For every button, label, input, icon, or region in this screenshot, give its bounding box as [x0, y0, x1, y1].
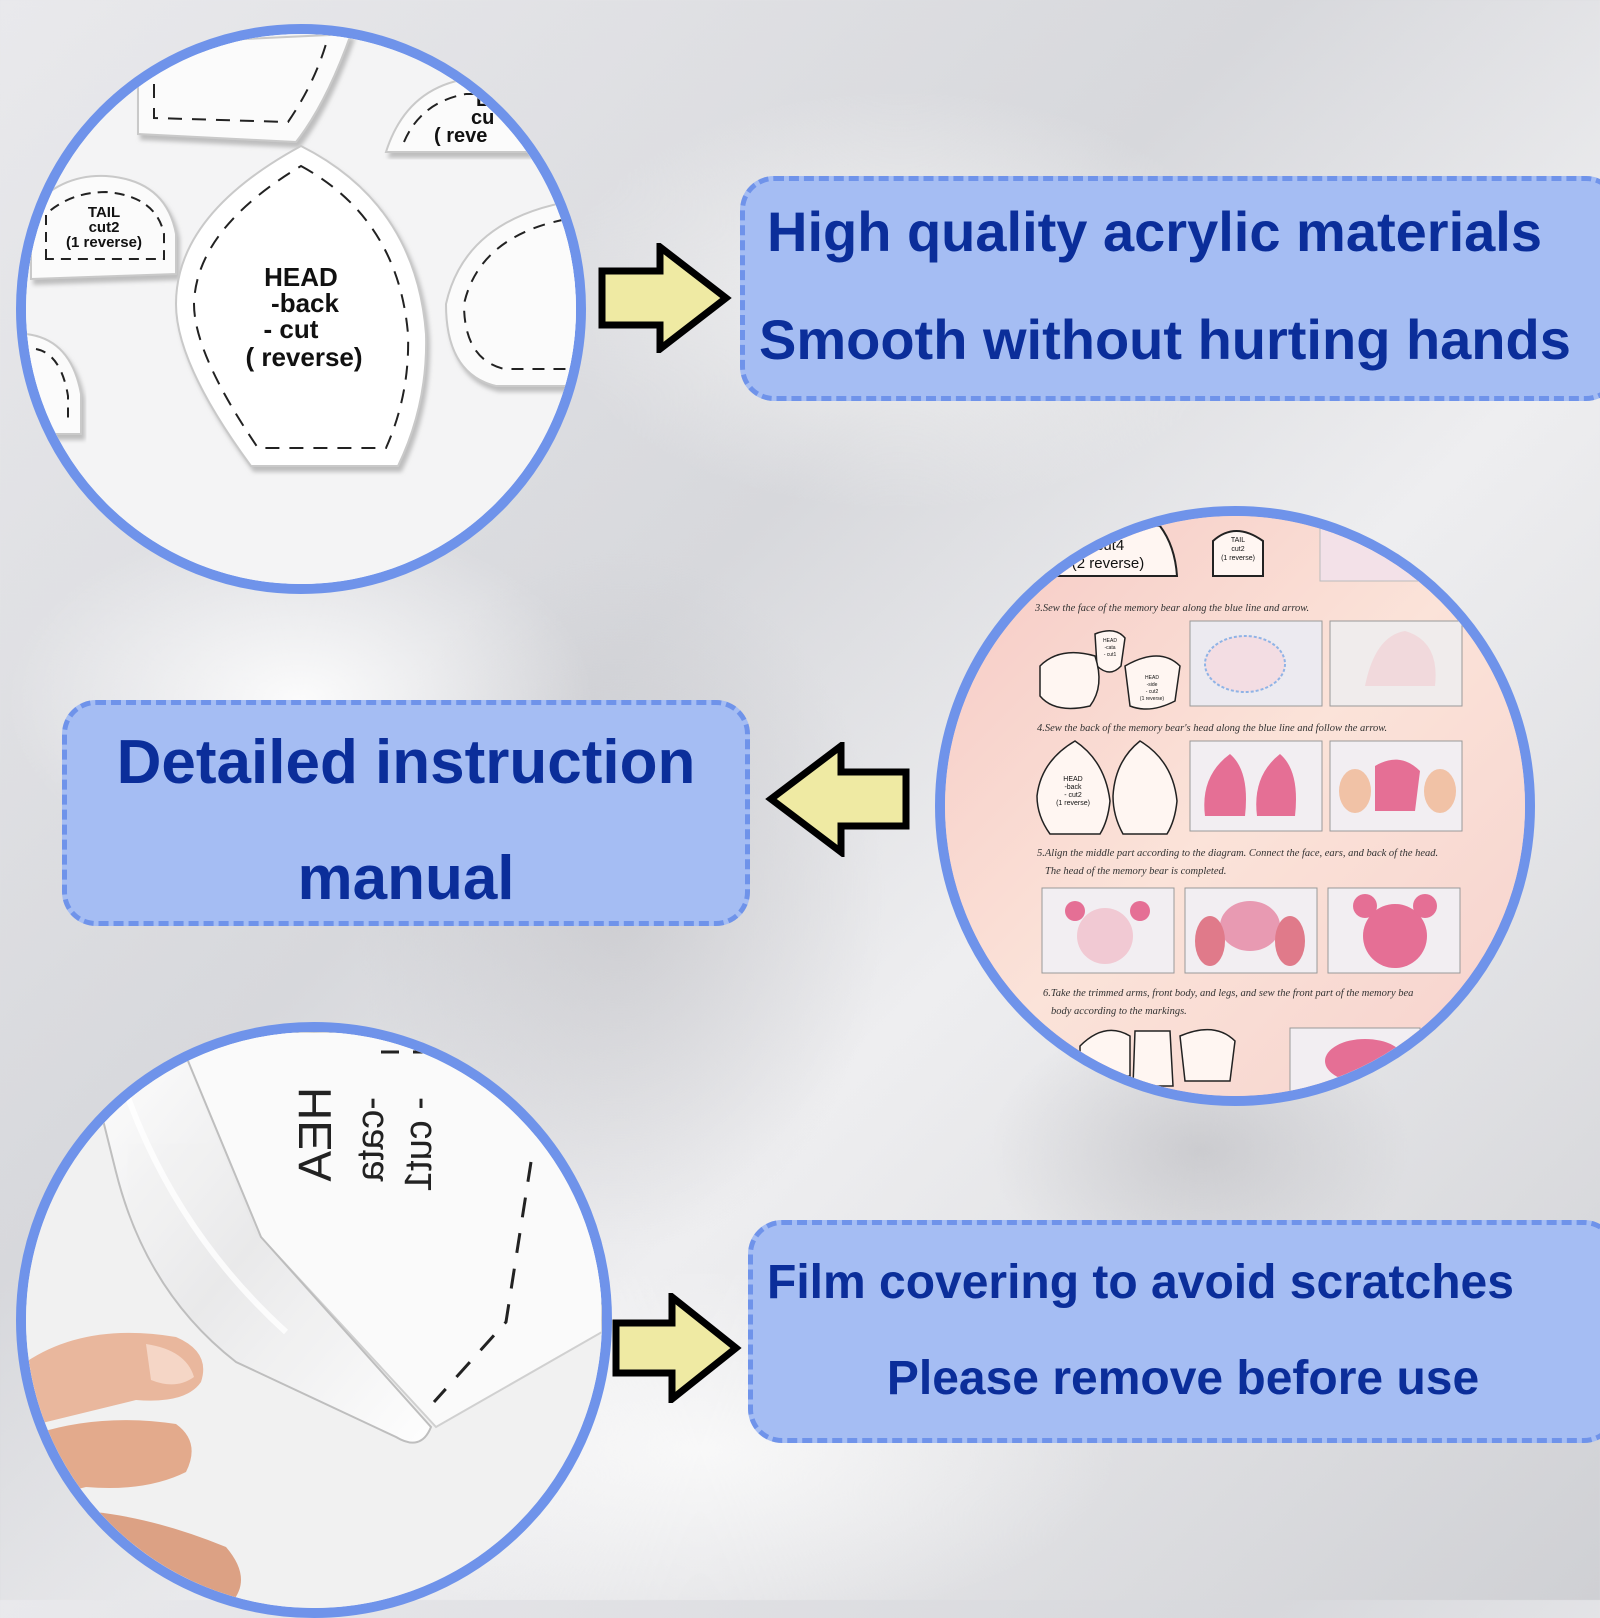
callout-line-1: Film covering to avoid scratches: [767, 1256, 1514, 1309]
acrylic-pieces-illustration: E cu ( reve TAIL cut2 (1 reverse) HEAD -…: [26, 34, 576, 584]
acrylic-piece-head-back: [174, 144, 428, 467]
svg-text:- cut1: - cut1: [1104, 652, 1117, 658]
svg-text:(1 reverse): (1 reverse): [1140, 696, 1165, 702]
svg-text:TAIL: TAIL: [1231, 537, 1245, 544]
svg-text:3.Sew the face of the memory b: 3.Sew the face of the memory bear along …: [1034, 603, 1309, 614]
svg-text:(1 reverse): (1 reverse): [66, 234, 142, 251]
right-arrow-icon: [612, 1293, 742, 1403]
callout-line-2: Please remove before use: [886, 1352, 1480, 1405]
manual-step4-diagram: HEAD -back - cut2 (1 reverse): [1036, 740, 1178, 835]
svg-text:cut2: cut2: [1231, 546, 1244, 553]
right-arrow-icon: [598, 243, 732, 353]
manual-step3-diagram: HEAD -cata - cut1 HEAD -side - cut2 (1 r…: [1039, 630, 1181, 710]
protective-film-illustration: HEA -cata - cut1: [26, 1032, 602, 1608]
left-arrow-icon: [765, 742, 910, 857]
protective-film-photo: HEA -cata - cut1: [16, 1022, 612, 1618]
callout-line-2: Smooth without hurting hands: [759, 308, 1571, 371]
svg-text:- cut2: - cut2: [1146, 689, 1159, 695]
svg-text:HEAD: HEAD: [264, 262, 338, 292]
svg-text:-back: -back: [1064, 784, 1082, 791]
svg-text:6.Take the trimmed arms, front: 6.Take the trimmed arms, front body, and…: [1043, 988, 1413, 999]
svg-text:( reve: ( reve: [434, 125, 487, 147]
svg-text:4.Sew the back of the memory b: 4.Sew the back of the memory bear's head…: [1037, 723, 1387, 734]
instruction-manual-photo: AR cut4 (2 reverse) TAIL cut2 (1 reverse…: [935, 506, 1535, 1106]
svg-text:cut2: cut2: [89, 219, 120, 236]
svg-text:(1 reverse): (1 reverse): [1221, 555, 1255, 562]
svg-text:HEAD: HEAD: [1063, 776, 1082, 783]
peeled-film-layer: [84, 1032, 433, 1444]
svg-text:-side: -side: [1147, 682, 1158, 688]
svg-text:cu: cu: [471, 107, 494, 129]
svg-text:TAIL: TAIL: [88, 204, 120, 221]
svg-text:- cut2: - cut2: [1064, 792, 1082, 799]
svg-text:(2 reverse): (2 reverse): [1072, 555, 1145, 572]
callout-line-2: manual: [297, 844, 515, 913]
manual-step6-diagram: [1079, 1028, 1236, 1087]
svg-text:(1 reverse): (1 reverse): [1056, 800, 1090, 807]
svg-text:HEAD: HEAD: [1145, 675, 1159, 681]
callout-line-1: Detailed instruction: [116, 728, 696, 797]
svg-text:AR: AR: [1101, 522, 1119, 537]
svg-text:cut4: cut4: [1096, 537, 1124, 554]
mirrored-film-text: HEA -cata - cut1: [289, 1087, 440, 1192]
callout-protective-film: Film covering to avoid scratches Please …: [748, 1220, 1600, 1443]
svg-text:HEA: HEA: [289, 1087, 341, 1182]
manual-tail-piece: [1212, 530, 1264, 577]
svg-text:- cut1: - cut1: [398, 1097, 440, 1192]
acrylic-piece-top: [137, 34, 353, 144]
acrylic-piece-right: [444, 199, 576, 387]
svg-text:5.Align the middle part accord: 5.Align the middle part according to the…: [1037, 848, 1438, 859]
callout-instruction-manual: Detailed instruction manual: [62, 700, 750, 926]
callout-acrylic-materials: High quality acrylic materials Smooth wi…: [740, 176, 1600, 401]
svg-text:- cut: - cut: [264, 314, 319, 344]
svg-text:-cata: -cata: [1104, 645, 1115, 651]
svg-text:The head of the memory bear is: The head of the memory bear is completed…: [1045, 866, 1226, 877]
acrylic-pieces-photo: E cu ( reve TAIL cut2 (1 reverse) HEAD -…: [16, 24, 586, 594]
svg-text:body according to the markings: body according to the markings.: [1051, 1006, 1187, 1017]
svg-text:HEAD: HEAD: [1103, 638, 1117, 644]
svg-text:-back: -back: [271, 288, 339, 318]
svg-text:( reverse): ( reverse): [245, 342, 362, 372]
callout-line-1: High quality acrylic materials: [767, 200, 1542, 263]
instruction-manual-page: AR cut4 (2 reverse) TAIL cut2 (1 reverse…: [945, 516, 1525, 1096]
svg-text:-cata: -cata: [350, 1097, 392, 1182]
